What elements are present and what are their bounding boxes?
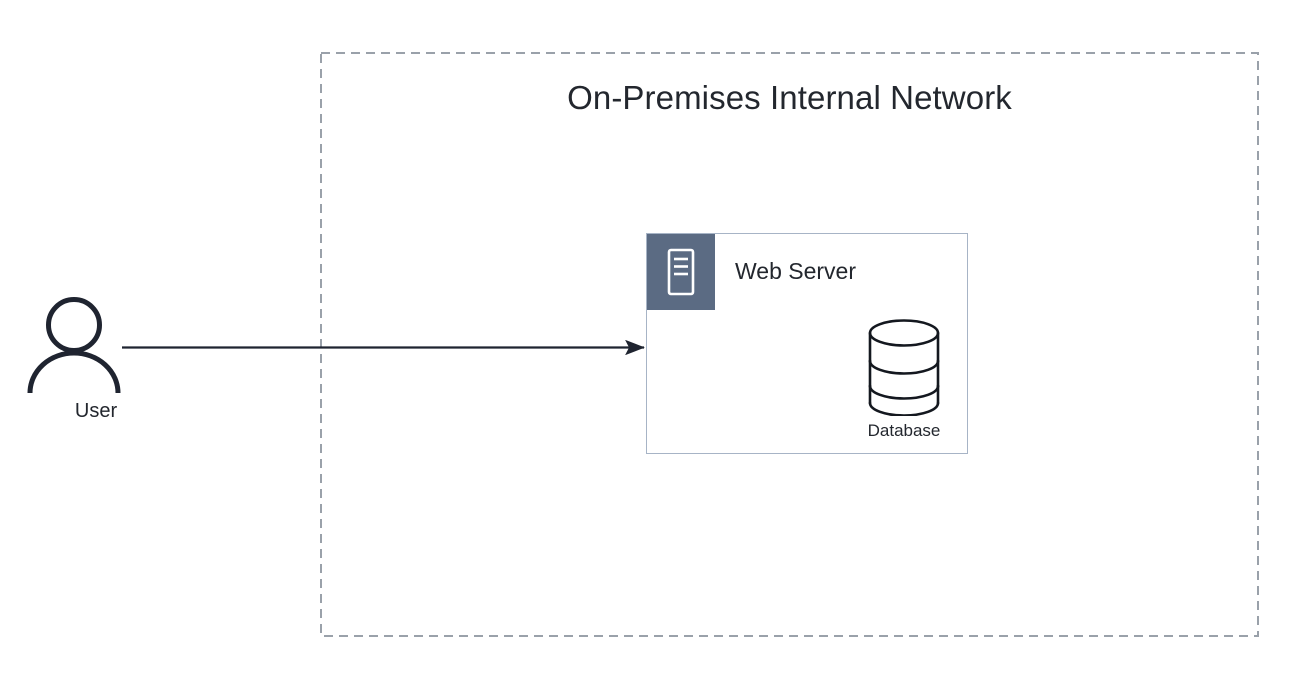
zone-title: On-Premises Internal Network bbox=[567, 79, 1012, 116]
zone-dashed-border bbox=[320, 52, 1259, 637]
user-actor[interactable]: User bbox=[22, 292, 170, 422]
user-label: User bbox=[74, 400, 118, 422]
web-server-title: Web Server bbox=[735, 258, 857, 284]
server-icon-block bbox=[647, 234, 715, 310]
database-cylinder-icon bbox=[868, 319, 940, 417]
server-icon bbox=[667, 248, 695, 296]
user-icon bbox=[27, 297, 121, 394]
database-label: Database bbox=[867, 421, 941, 440]
web-server-node[interactable]: Web Server Database bbox=[646, 233, 968, 454]
on-premises-zone[interactable]: On-Premises Internal Network bbox=[320, 52, 1259, 637]
database-component[interactable]: Database bbox=[859, 316, 949, 446]
